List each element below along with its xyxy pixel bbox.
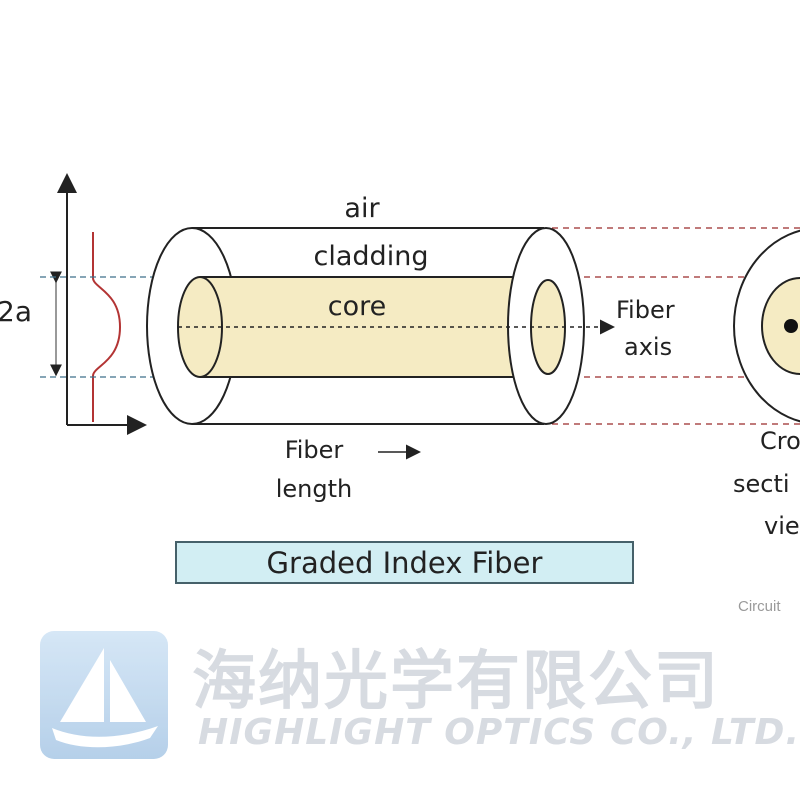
diagram-title: Graded Index Fiber bbox=[175, 541, 634, 584]
index-profile-curve bbox=[92, 232, 122, 422]
label-fiber-length-2: length bbox=[276, 475, 353, 503]
label-fiber-axis-1: Fiber bbox=[616, 296, 675, 324]
label-fiber-length-1: Fiber bbox=[285, 436, 344, 464]
core-left-cap bbox=[177, 276, 223, 378]
watermark-company-cn: 海纳光学有限公司 bbox=[192, 645, 720, 719]
label-cross-section-1: Cro bbox=[760, 427, 800, 455]
source-credit: Circuit bbox=[738, 598, 781, 615]
watermark-company-en: HIGHLIGHT OPTICS CO., LTD. bbox=[198, 712, 800, 753]
cross-section-core bbox=[761, 277, 800, 375]
label-cross-section-3: vie bbox=[764, 512, 800, 540]
label-diameter: 2a bbox=[0, 295, 32, 328]
label-fiber-axis-2: axis bbox=[624, 333, 672, 361]
label-core: core bbox=[328, 291, 386, 322]
sailboat-icon bbox=[40, 631, 168, 759]
label-cross-section-2: secti bbox=[733, 470, 790, 498]
cross-section-center-dot bbox=[784, 319, 798, 333]
label-cladding: cladding bbox=[314, 241, 429, 272]
label-air: air bbox=[344, 193, 380, 224]
